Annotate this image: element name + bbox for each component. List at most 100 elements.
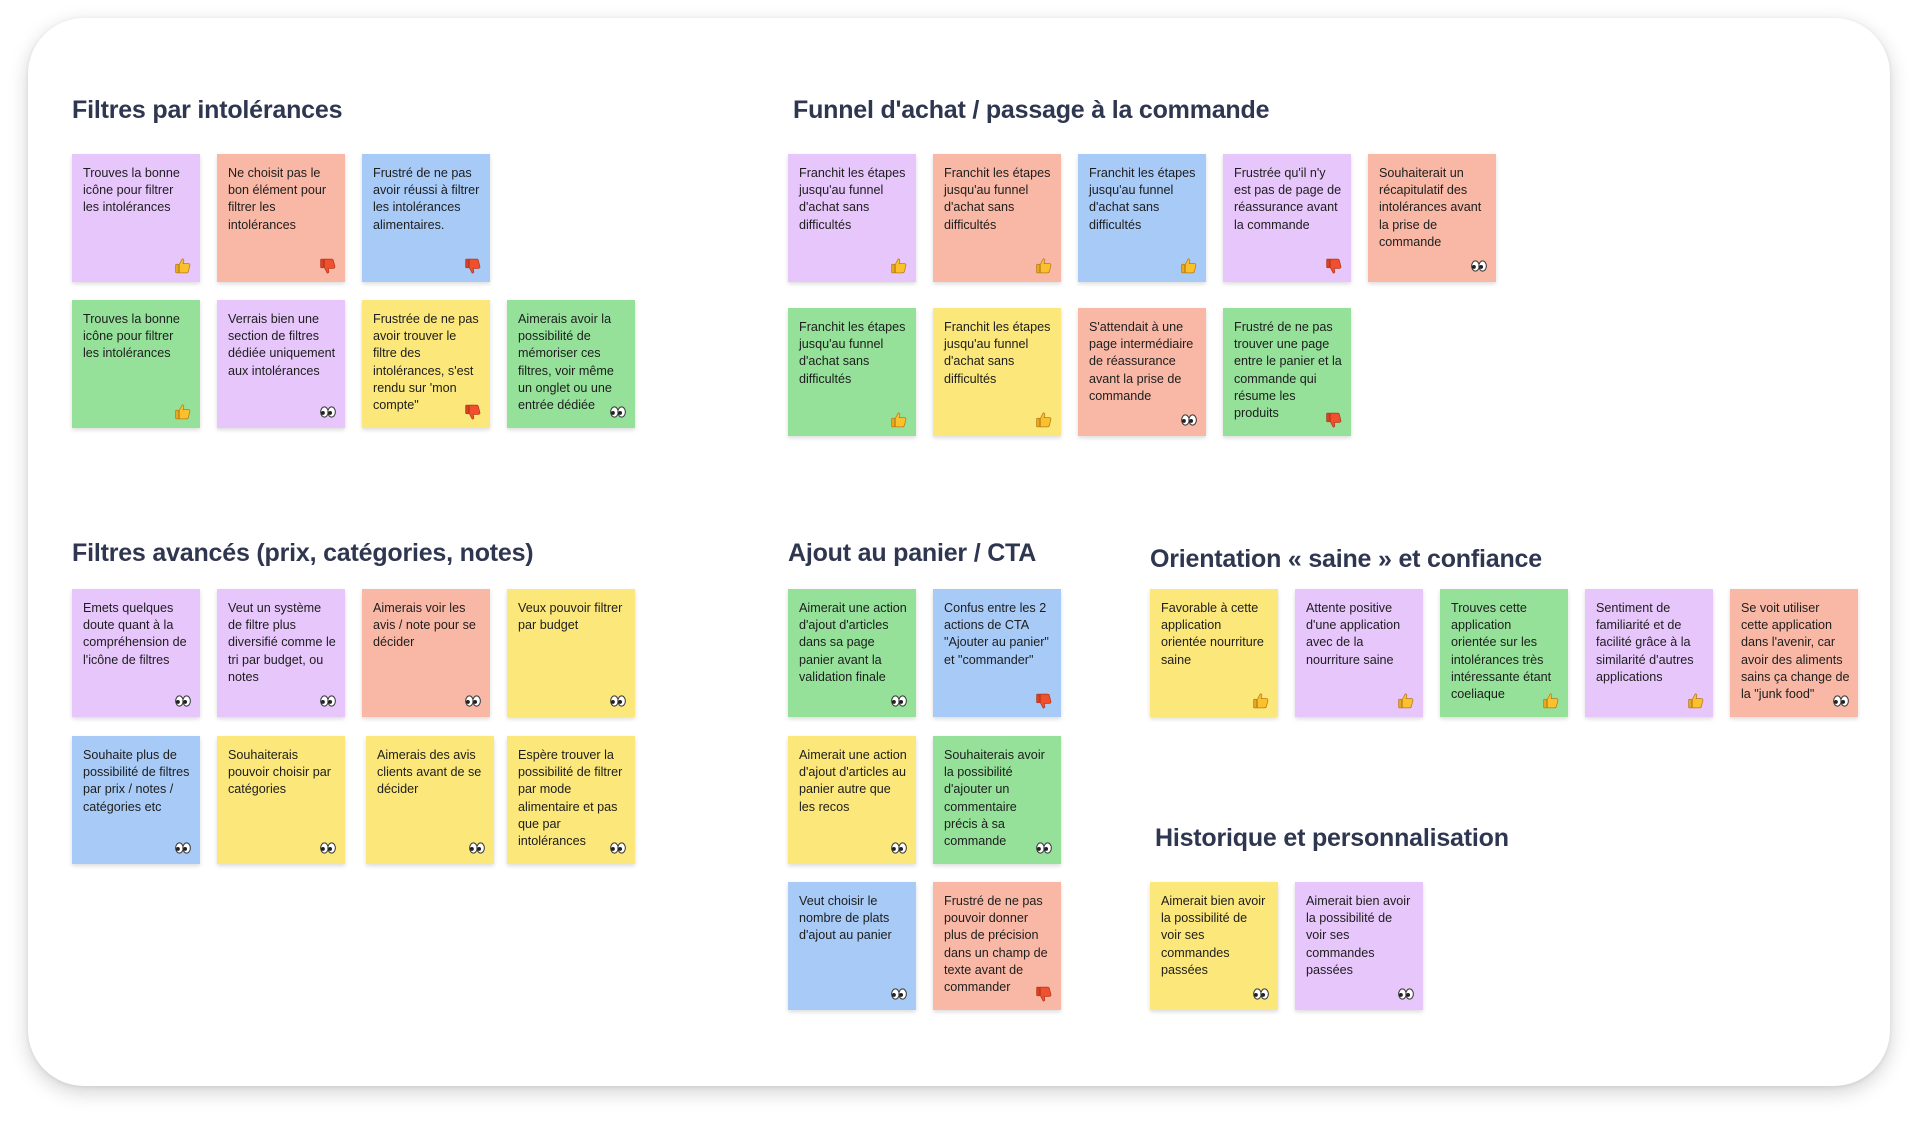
sticky-note[interactable]: Trouves la bonne icône pour filtrer les … — [72, 300, 200, 428]
sticky-note[interactable]: Frustrée de ne pas avoir trouver le filt… — [362, 300, 490, 428]
eyes-icon — [1470, 257, 1488, 275]
thumbs-up-icon — [1397, 692, 1415, 710]
sticky-note[interactable]: Veut un système de filtre plus diversifi… — [217, 589, 345, 717]
sticky-note-text: Aimerait une action d'ajout d'articles d… — [799, 601, 907, 684]
sticky-note[interactable]: Aimerais voir les avis / note pour se dé… — [362, 589, 490, 717]
sticky-note-text: Franchit les étapes jusqu'au funnel d'ac… — [944, 320, 1051, 386]
thumbs-down-icon — [1325, 411, 1343, 429]
thumbs-up-icon — [1252, 692, 1270, 710]
sticky-note[interactable]: Ne choisit pas le bon élément pour filtr… — [217, 154, 345, 282]
sticky-note[interactable]: Aimerait une action d'ajout d'articles a… — [788, 736, 916, 864]
thumbs-down-icon — [464, 257, 482, 275]
sticky-note[interactable]: Souhaiterais avoir la possibilité d'ajou… — [933, 736, 1061, 864]
thumbs-down-icon — [1035, 985, 1053, 1003]
eyes-icon — [890, 692, 908, 710]
sticky-note[interactable]: S'attendait à une page intermédiaire de … — [1078, 308, 1206, 436]
sticky-note-text: Franchit les étapes jusqu'au funnel d'ac… — [944, 166, 1051, 232]
thumbs-down-icon — [1325, 257, 1343, 275]
eyes-icon — [609, 403, 627, 421]
sticky-note-text: Aimerait bien avoir la possibilité de vo… — [1306, 894, 1411, 977]
thumbs-up-icon — [1035, 411, 1053, 429]
section-title-orientation-saine: Orientation « saine » et confiance — [1150, 545, 1542, 573]
eyes-icon — [890, 839, 908, 857]
thumbs-up-icon — [1687, 692, 1705, 710]
section-title-historique: Historique et personnalisation — [1155, 824, 1509, 852]
sticky-note-text: Souhaiterait un récapitulatif des intolé… — [1379, 166, 1482, 249]
eyes-icon — [1832, 692, 1850, 710]
sticky-note-text: Sentiment de familiarité et de facilité … — [1596, 601, 1694, 684]
thumbs-up-icon — [174, 257, 192, 275]
sticky-note[interactable]: Confus entre les 2 actions de CTA "Ajout… — [933, 589, 1061, 717]
sticky-note-text: Veut un système de filtre plus diversifi… — [228, 601, 336, 684]
sticky-note[interactable]: Franchit les étapes jusqu'au funnel d'ac… — [1078, 154, 1206, 282]
sticky-note[interactable]: Aimerais des avis clients avant de se dé… — [366, 736, 494, 864]
sticky-note-text: Souhaiterais pouvoir choisir par catégor… — [228, 748, 331, 797]
eyes-icon — [319, 403, 337, 421]
eyes-icon — [1397, 985, 1415, 1003]
sticky-note-text: Franchit les étapes jusqu'au funnel d'ac… — [1089, 166, 1196, 232]
sticky-note-text: Favorable à cette application orientée n… — [1161, 601, 1264, 667]
sticky-note[interactable]: Souhaite plus de possibilité de filtres … — [72, 736, 200, 864]
thumbs-up-icon — [890, 257, 908, 275]
sticky-note[interactable]: Attente positive d'une application avec … — [1295, 589, 1423, 717]
sticky-note[interactable]: Franchit les étapes jusqu'au funnel d'ac… — [788, 308, 916, 436]
eyes-icon — [609, 692, 627, 710]
sticky-note[interactable]: Aimerait bien avoir la possibilité de vo… — [1150, 882, 1278, 1010]
sticky-note-text: Se voit utiliser cette application dans … — [1741, 601, 1850, 702]
thumbs-up-icon — [1542, 692, 1560, 710]
eyes-icon — [319, 692, 337, 710]
sticky-note[interactable]: Franchit les étapes jusqu'au funnel d'ac… — [933, 308, 1061, 436]
eyes-icon — [1252, 985, 1270, 1003]
sticky-note[interactable]: Frustrée qu'il n'y est pas de page de ré… — [1223, 154, 1351, 282]
eyes-icon — [319, 839, 337, 857]
sticky-note-text: Trouves la bonne icône pour filtrer les … — [83, 312, 180, 361]
sticky-note-text: Franchit les étapes jusqu'au funnel d'ac… — [799, 166, 906, 232]
sticky-note[interactable]: Veut choisir le nombre de plats d'ajout … — [788, 882, 916, 1010]
section-title-funnel: Funnel d'achat / passage à la commande — [793, 96, 1270, 124]
sticky-note[interactable]: Sentiment de familiarité et de facilité … — [1585, 589, 1713, 717]
sticky-note[interactable]: Frustré de ne pas avoir réussi à filtrer… — [362, 154, 490, 282]
sticky-note[interactable]: Espère trouver la possibilité de filtrer… — [507, 736, 635, 864]
thumbs-up-icon — [1035, 257, 1053, 275]
eyes-icon — [174, 692, 192, 710]
sticky-note[interactable]: Trouves cette application orientée sur l… — [1440, 589, 1568, 717]
sticky-note-text: Frustrée de ne pas avoir trouver le filt… — [373, 312, 479, 413]
sticky-note-text: Confus entre les 2 actions de CTA "Ajout… — [944, 601, 1049, 667]
sticky-note-text: Veux pouvoir filtrer par budget — [518, 601, 623, 633]
sticky-note[interactable]: Franchit les étapes jusqu'au funnel d'ac… — [933, 154, 1061, 282]
thumbs-up-icon — [890, 411, 908, 429]
eyes-icon — [609, 839, 627, 857]
sticky-note[interactable]: Souhaiterait un récapitulatif des intolé… — [1368, 154, 1496, 282]
sticky-note-text: Souhaite plus de possibilité de filtres … — [83, 748, 190, 814]
sticky-note-text: Souhaiterais avoir la possibilité d'ajou… — [944, 748, 1045, 849]
sticky-note[interactable]: Se voit utiliser cette application dans … — [1730, 589, 1858, 717]
sticky-note-text: S'attendait à une page intermédiaire de … — [1089, 320, 1194, 403]
sticky-note[interactable]: Veux pouvoir filtrer par budget — [507, 589, 635, 717]
sticky-note-text: Franchit les étapes jusqu'au funnel d'ac… — [799, 320, 906, 386]
sticky-note[interactable]: Aimerais avoir la possibilité de mémoris… — [507, 300, 635, 428]
sticky-note[interactable]: Frustré de ne pas pouvoir donner plus de… — [933, 882, 1061, 1010]
sticky-note-text: Emets quelques doute quant à la compréhe… — [83, 601, 187, 667]
sticky-note[interactable]: Souhaiterais pouvoir choisir par catégor… — [217, 736, 345, 864]
sticky-note[interactable]: Aimerait bien avoir la possibilité de vo… — [1295, 882, 1423, 1010]
sticky-note-text: Aimerait une action d'ajout d'articles a… — [799, 748, 907, 814]
sticky-note-text: Aimerais voir les avis / note pour se dé… — [373, 601, 476, 650]
sticky-note[interactable]: Aimerait une action d'ajout d'articles d… — [788, 589, 916, 717]
sticky-note-text: Aimerait bien avoir la possibilité de vo… — [1161, 894, 1266, 977]
sticky-note[interactable]: Frustré de ne pas trouver une page entre… — [1223, 308, 1351, 436]
sticky-note-text: Attente positive d'une application avec … — [1306, 601, 1401, 667]
section-title-filtres-avances: Filtres avancés (prix, catégories, notes… — [72, 539, 534, 567]
sticky-note-text: Trouves cette application orientée sur l… — [1451, 601, 1552, 702]
sticky-note-text: Frustré de ne pas pouvoir donner plus de… — [944, 894, 1048, 995]
sticky-note[interactable]: Franchit les étapes jusqu'au funnel d'ac… — [788, 154, 916, 282]
sticky-note[interactable]: Favorable à cette application orientée n… — [1150, 589, 1278, 717]
sticky-note[interactable]: Verrais bien une section de filtres dédi… — [217, 300, 345, 428]
sticky-note-text: Aimerais avoir la possibilité de mémoris… — [518, 312, 614, 413]
thumbs-down-icon — [1035, 692, 1053, 710]
sticky-note[interactable]: Trouves la bonne icône pour filtrer les … — [72, 154, 200, 282]
eyes-icon — [464, 692, 482, 710]
sticky-note-text: Ne choisit pas le bon élément pour filtr… — [228, 166, 327, 232]
sticky-note-text: Frustré de ne pas trouver une page entre… — [1234, 320, 1342, 421]
sticky-note[interactable]: Emets quelques doute quant à la compréhe… — [72, 589, 200, 717]
eyes-icon — [890, 985, 908, 1003]
